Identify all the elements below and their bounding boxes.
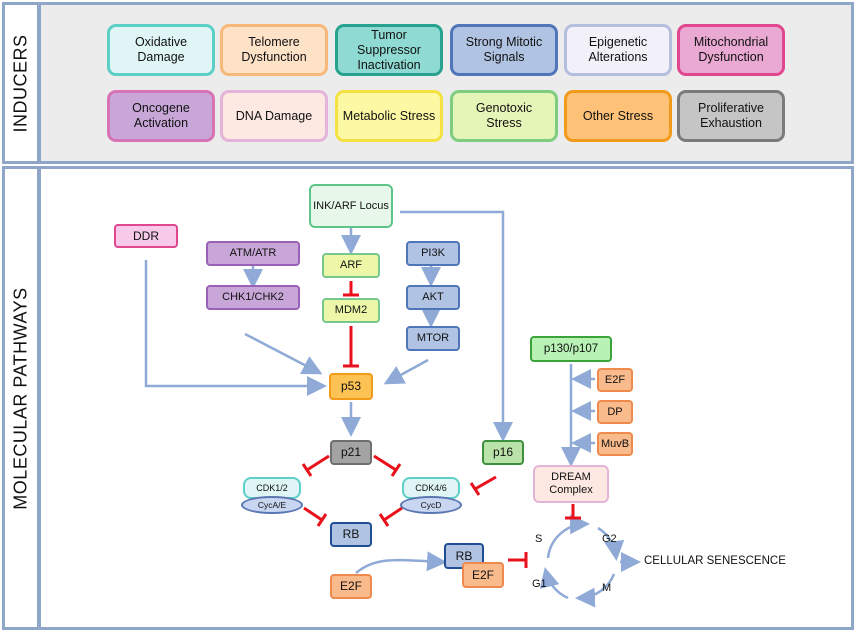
inducer-oxidative-damage: Oxidative Damage	[107, 24, 215, 76]
arrow-inkarf-p16	[400, 210, 513, 442]
cycle-label-s: S	[535, 533, 543, 545]
arrow-rb-complex	[355, 551, 447, 574]
node-e2f-dream: E2F	[597, 368, 633, 392]
inhibit-p16-cdk46	[474, 475, 497, 491]
node-cycd: CycD	[400, 496, 462, 514]
node-dream-complex: DREAM Complex	[533, 465, 609, 503]
inducer-telomere-dysfunction: Telomere Dysfunction	[220, 24, 328, 76]
inducer-epigenetic-alterations: Epigenetic Alterations	[564, 24, 672, 76]
node-ddr: DDR	[114, 224, 178, 248]
arrow-chk-p53	[244, 332, 323, 375]
node-muvb: MuvB	[597, 432, 633, 456]
node-p130-p107: p130/p107	[530, 336, 612, 362]
inducer-tumor-suppressor-inactivation: Tumor Suppressor Inactivation	[335, 24, 443, 76]
node-chk1-chk2: CHK1/CHK2	[206, 285, 300, 310]
node-p21: p21	[330, 440, 372, 465]
inducer-mitochondrial-dysfunction: Mitochondrial Dysfunction	[677, 24, 785, 76]
arrow-ddr-p53	[144, 260, 327, 396]
node-p16: p16	[482, 440, 524, 465]
node-cyca-e: CycA/E	[241, 496, 303, 514]
inducer-metabolic-stress: Metabolic Stress	[335, 90, 443, 142]
inhibit-p21-cdk12	[306, 454, 330, 472]
inducer-oncogene-activation: Oncogene Activation	[107, 90, 215, 142]
node-mtor: MTOR	[406, 326, 460, 351]
node-ink-arf-locus: INK/ARF Locus	[309, 184, 393, 228]
inhibit-p21-cdk46	[373, 454, 397, 472]
inducer-proliferative-exhaustion: Proliferative Exhaustion	[677, 90, 785, 142]
inducer-genotoxic-stress: Genotoxic Stress	[450, 90, 558, 142]
node-pi3k: PI3K	[406, 241, 460, 266]
cycle-arc-m	[575, 573, 616, 608]
node-atm-atr: ATM/ATR	[206, 241, 300, 266]
inducer-dna-damage: DNA Damage	[220, 90, 328, 142]
inducer-other-stress: Other Stress	[564, 90, 672, 142]
node-dp: DP	[597, 400, 633, 424]
arrow-mtor-p53	[383, 358, 429, 385]
node-akt: AKT	[406, 285, 460, 310]
cycle-label-m: M	[602, 582, 612, 594]
inhibit-cdk12-rb	[303, 506, 323, 522]
cycle-arc-s	[546, 514, 590, 559]
node-rb: RB	[330, 522, 372, 547]
node-e2f-bound: E2F	[462, 562, 504, 588]
node-mdm2: MDM2	[322, 298, 380, 323]
node-e2f-free: E2F	[330, 574, 372, 599]
cycle-label-g2: G2	[602, 533, 617, 545]
inducer-strong-mitotic-signals: Strong Mitotic Signals	[450, 24, 558, 76]
cellular-senescence-label: CELLULAR SENESCENCE	[644, 555, 786, 567]
cycle-arc-g2	[597, 526, 625, 561]
node-p53: p53	[329, 373, 373, 400]
cycle-arc-g1	[539, 567, 569, 600]
node-arf: ARF	[322, 253, 380, 278]
cycle-label-g1: G1	[532, 578, 547, 590]
inhibit-cdk46-rb	[383, 506, 403, 522]
